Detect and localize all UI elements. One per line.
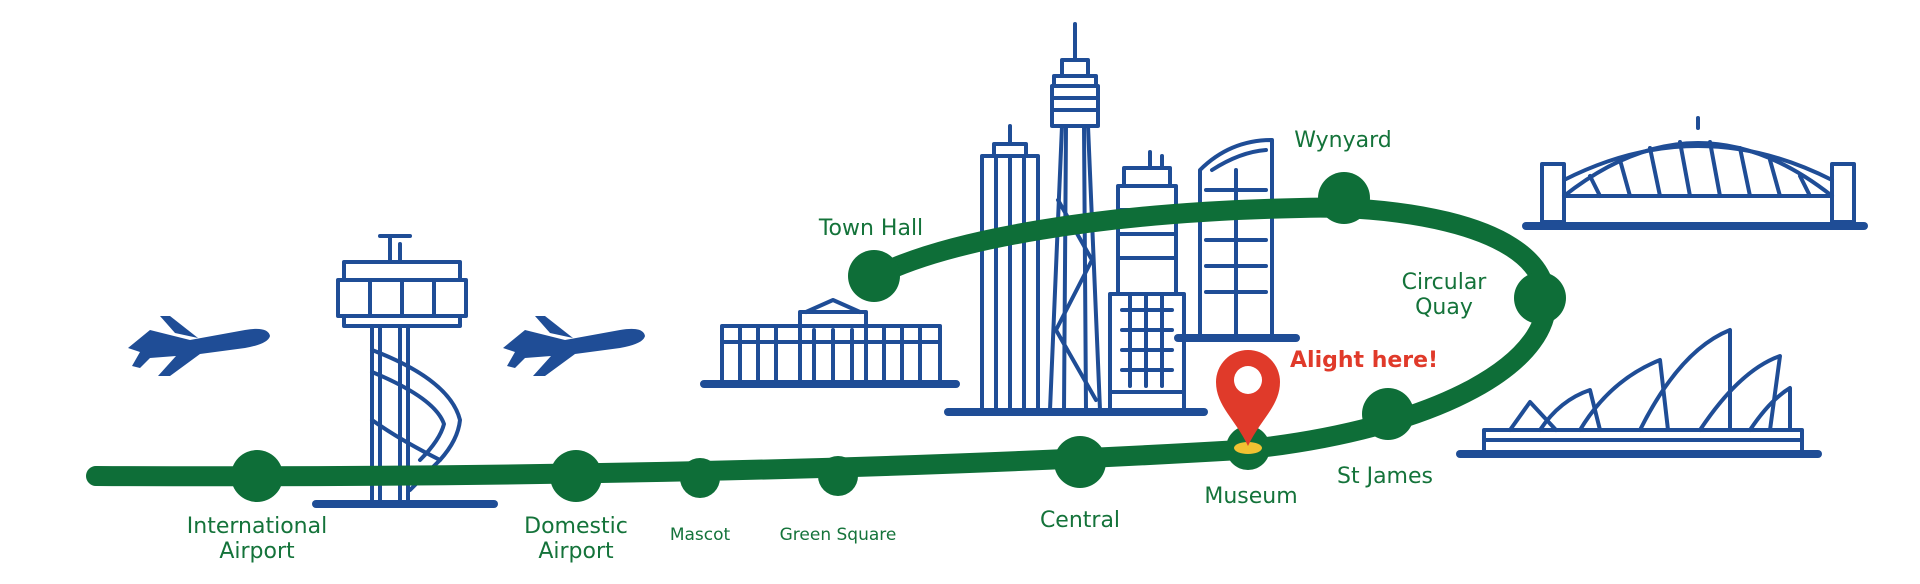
station-dot-central[interactable] [1054,436,1106,488]
control-tower-icon [312,234,498,508]
station-label-international-airport: International Airport [186,514,328,565]
station-dot-domestic-airport[interactable] [550,450,602,502]
station-dot-wynyard[interactable] [1318,172,1370,224]
curved-tower-icon [1174,138,1300,342]
station-label-domestic-airport: Domestic Airport [524,514,628,565]
station-dot-circular-quay[interactable] [1514,272,1566,324]
airplane-right-icon [503,316,645,376]
queen-victoria-building-icon [700,298,960,388]
station-dot-green-square[interactable] [818,456,858,496]
station-label-museum: Museum [1204,484,1298,509]
station-label-green-square: Green Square [779,525,897,545]
station-label-wynyard: Wynyard [1294,128,1392,153]
station-label-central: Central [1039,508,1121,533]
station-dot-mascot[interactable] [680,458,720,498]
harbour-bridge-icon [1522,116,1868,230]
office-tower-icon [1108,150,1186,412]
station-label-st-james: St James [1337,464,1433,489]
station-dot-st-james[interactable] [1362,388,1414,440]
station-label-town-hall: Town Hall [818,216,924,241]
route-line [86,197,1557,487]
station-label-circular-quay: Circular Quay [1401,270,1487,321]
station-label-mascot: Mascot [669,525,731,545]
alight-here-label: Alight here! [1290,348,1439,373]
station-dot-international-airport[interactable] [231,450,283,502]
station-dot-town-hall[interactable] [848,250,900,302]
opera-house-icon [1456,328,1822,458]
map-pin-icon [1216,350,1280,454]
airplane-left-icon [128,316,270,376]
